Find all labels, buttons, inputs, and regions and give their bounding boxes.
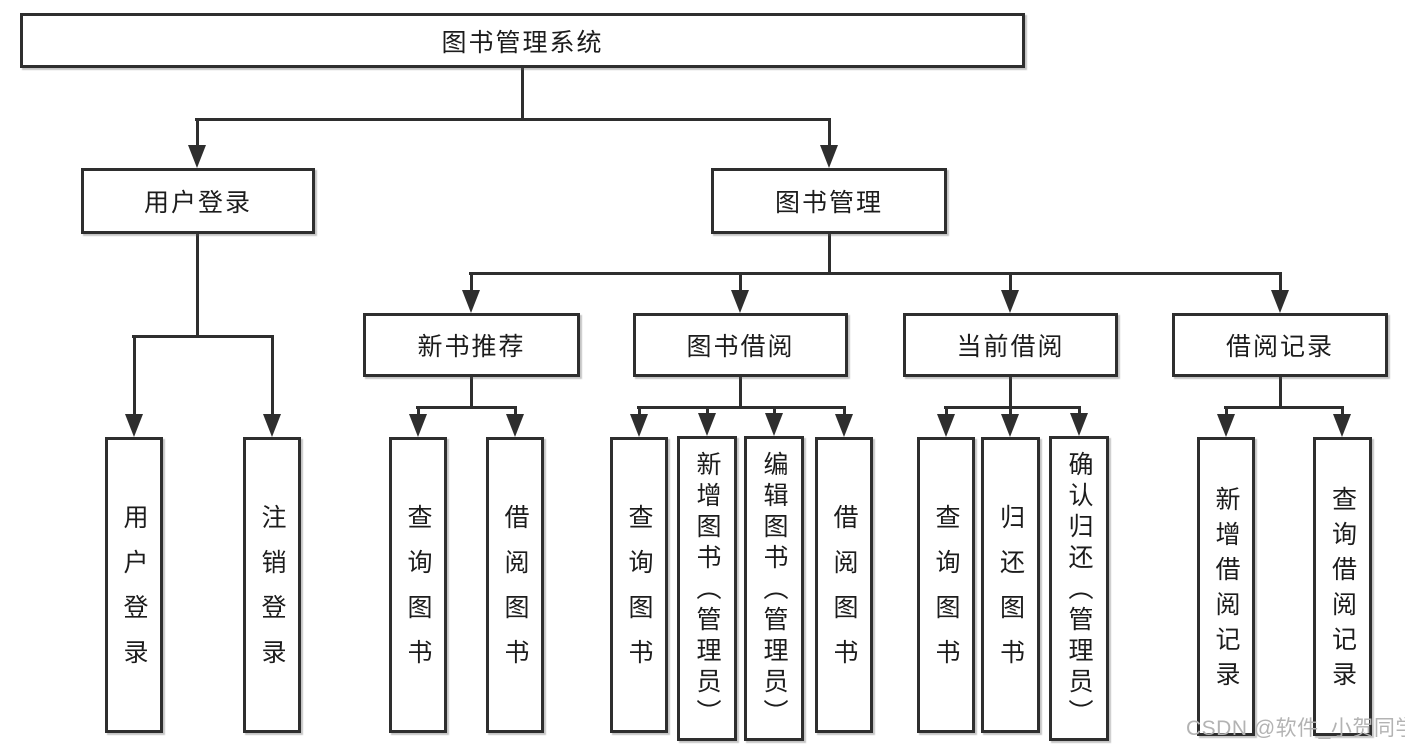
- node-book-management-label: 图书管理: [774, 189, 883, 217]
- arrow-down-icon: [1001, 290, 1019, 313]
- leaf-borrow-books-2-label: 借阅图书: [830, 504, 858, 684]
- watermark: CSDN @软件_小贺同学: [1186, 717, 1405, 740]
- leaf-return-books: 归还图书: [981, 437, 1040, 733]
- connector-line: [133, 335, 136, 416]
- connector-line: [1224, 406, 1344, 409]
- leaf-add-book-admin: 新增图书（管理员）: [677, 436, 737, 741]
- arrow-down-icon: [835, 414, 853, 437]
- arrow-down-icon: [1001, 414, 1019, 437]
- connector-line: [132, 335, 274, 338]
- leaf-query-books-2: 查询图书: [610, 437, 668, 733]
- leaf-add-book-admin-label: 新增图书（管理员）: [693, 451, 721, 730]
- leaf-borrow-books-2: 借阅图书: [815, 437, 873, 733]
- connector-line: [828, 234, 831, 275]
- leaf-query-books-1-label: 查询图书: [404, 504, 432, 684]
- arrow-down-icon: [698, 413, 716, 436]
- connector-line: [1341, 406, 1344, 416]
- leaf-user-login: 用户登录: [105, 437, 163, 733]
- node-book-management: 图书管理: [711, 168, 947, 234]
- node-user-login-label: 用户登录: [143, 189, 252, 217]
- connector-line: [638, 406, 641, 416]
- arrow-down-icon: [1333, 414, 1351, 437]
- arrow-down-icon: [506, 414, 524, 437]
- arrow-down-icon: [1217, 414, 1235, 437]
- arrow-down-icon: [820, 145, 838, 168]
- leaf-return-books-label: 归还图书: [996, 504, 1025, 684]
- connector-line: [828, 118, 831, 147]
- leaf-logout-login-label: 注销登录: [258, 504, 286, 684]
- connector-line: [521, 68, 524, 121]
- arrow-down-icon: [462, 290, 480, 313]
- leaf-borrow-books-1: 借阅图书: [486, 437, 544, 733]
- leaf-query-books-1: 查询图书: [389, 437, 447, 733]
- connector-line: [945, 406, 948, 416]
- leaf-edit-book-admin-label: 编辑图书（管理员）: [760, 451, 788, 730]
- arrow-down-icon: [1070, 413, 1088, 436]
- leaf-query-borrow-record: 查询借阅记录: [1313, 437, 1372, 736]
- connector-line: [469, 272, 1282, 275]
- connector-line: [1225, 406, 1228, 416]
- leaf-edit-book-admin: 编辑图书（管理员）: [744, 436, 804, 741]
- connector-line: [470, 272, 473, 292]
- arrow-down-icon: [937, 414, 955, 437]
- leaf-query-books-2-label: 查询图书: [625, 504, 653, 684]
- arrow-down-icon: [263, 414, 281, 437]
- node-root: 图书管理系统: [20, 13, 1025, 68]
- connector-line: [271, 335, 274, 416]
- connector-line: [944, 406, 1081, 409]
- connector-line: [196, 118, 199, 147]
- leaf-confirm-return-admin-label: 确认归还（管理员）: [1065, 451, 1093, 730]
- leaf-query-borrow-record-label: 查询借阅记录: [1328, 485, 1357, 696]
- connector-line: [773, 406, 776, 415]
- connector-line: [1009, 406, 1012, 416]
- connector-line: [1009, 272, 1012, 292]
- arrow-down-icon: [1271, 290, 1289, 313]
- connector-line: [514, 406, 517, 416]
- connector-line: [1279, 272, 1282, 292]
- arrow-down-icon: [765, 413, 783, 436]
- connector-line: [1009, 377, 1012, 409]
- arrow-down-icon: [731, 290, 749, 313]
- leaf-user-login-label: 用户登录: [120, 504, 148, 684]
- node-user-login: 用户登录: [81, 168, 315, 234]
- leaf-confirm-return-admin: 确认归还（管理员）: [1049, 436, 1109, 741]
- leaf-logout-login: 注销登录: [243, 437, 301, 733]
- leaf-query-books-3-label: 查询图书: [932, 504, 960, 684]
- connector-line: [637, 406, 846, 409]
- connector-line: [706, 406, 709, 415]
- node-new-book-recommend: 新书推荐: [363, 313, 580, 377]
- arrow-down-icon: [125, 414, 143, 437]
- leaf-query-books-3: 查询图书: [917, 437, 975, 733]
- connector-line: [417, 406, 420, 416]
- node-book-borrow: 图书借阅: [633, 313, 848, 377]
- leaf-borrow-books-1-label: 借阅图书: [501, 504, 529, 684]
- connector-line: [196, 234, 199, 338]
- leaf-add-borrow-record: 新增借阅记录: [1197, 437, 1255, 736]
- leaf-add-borrow-record-label: 新增借阅记录: [1212, 485, 1240, 696]
- connector-line: [1279, 377, 1282, 409]
- node-borrow-records: 借阅记录: [1172, 313, 1388, 377]
- connector-line: [416, 406, 517, 409]
- connector-line: [1078, 406, 1081, 415]
- connector-line: [195, 118, 831, 121]
- node-borrow-records-label: 借阅记录: [1225, 333, 1334, 361]
- connector-line: [739, 272, 742, 292]
- node-book-borrow-label: 图书借阅: [686, 333, 795, 361]
- connector-line: [739, 377, 742, 409]
- arrow-down-icon: [409, 414, 427, 437]
- node-current-borrow: 当前借阅: [903, 313, 1118, 377]
- connector-line: [843, 406, 846, 416]
- node-current-borrow-label: 当前借阅: [956, 333, 1065, 361]
- arrow-down-icon: [188, 145, 206, 168]
- arrow-down-icon: [630, 414, 648, 437]
- connector-line: [470, 377, 473, 409]
- node-new-book-recommend-label: 新书推荐: [417, 333, 526, 361]
- node-root-label: 图书管理系统: [441, 28, 604, 57]
